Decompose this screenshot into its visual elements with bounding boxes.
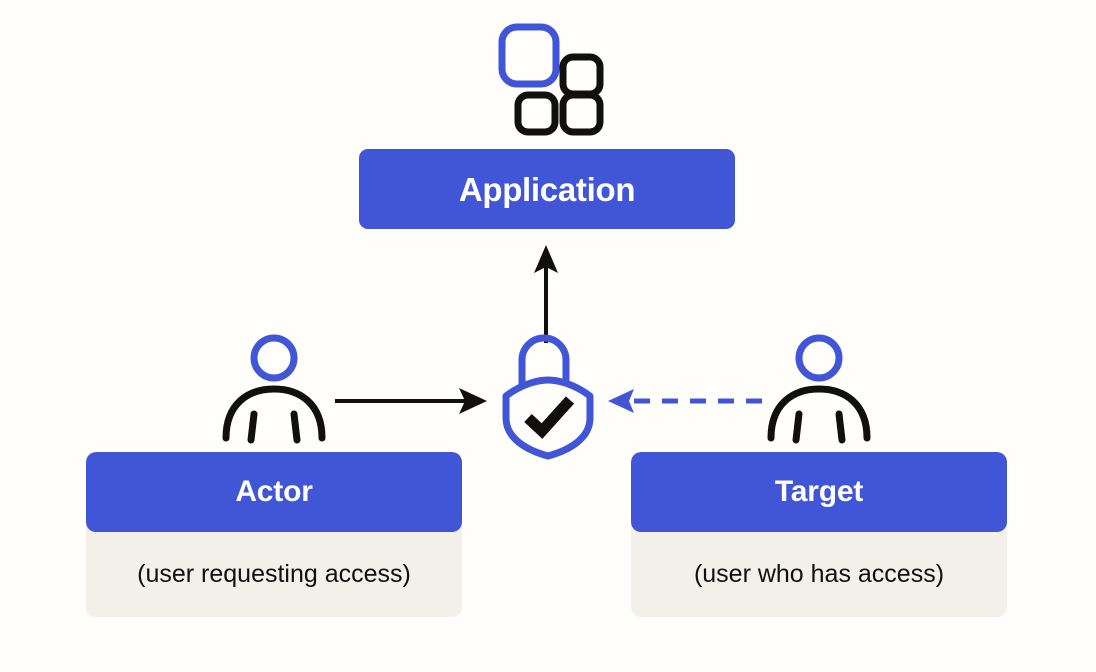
actor-title: Actor bbox=[235, 475, 313, 508]
actor-card-header: Actor bbox=[86, 452, 462, 532]
target-title: Target bbox=[774, 475, 864, 508]
actor-card[interactable]: Actor (user requesting access) bbox=[86, 452, 462, 617]
actor-description: (user requesting access) bbox=[137, 560, 411, 588]
arrow-actor-to-shield bbox=[335, 383, 491, 419]
actor-card-body: (user requesting access) bbox=[86, 532, 462, 617]
target-description: (user who has access) bbox=[693, 560, 945, 588]
target-card-body: (user who has access) bbox=[631, 532, 1007, 617]
target-card[interactable]: Target (user who has access) bbox=[631, 452, 1007, 617]
unlocked-padlock-shield-check-icon bbox=[500, 332, 596, 460]
target-card-header: Target bbox=[631, 452, 1007, 532]
application-box[interactable]: Application bbox=[359, 149, 735, 229]
arrow-shield-to-application bbox=[519, 243, 573, 343]
application-label: Application bbox=[458, 170, 636, 208]
arrow-target-to-shield bbox=[604, 383, 762, 419]
target-person-icon bbox=[763, 332, 875, 444]
actor-person-icon bbox=[218, 332, 330, 444]
app-grid-icon bbox=[492, 18, 604, 136]
